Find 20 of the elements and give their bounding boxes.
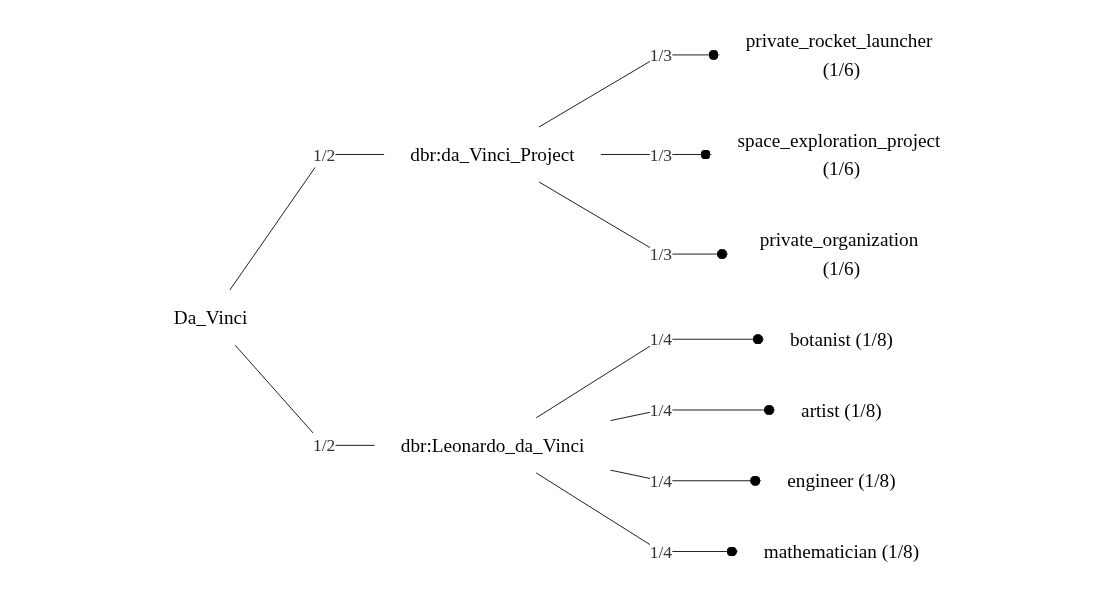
- node-text: private_organization (1/6): [760, 228, 919, 280]
- edge-label: 1/3: [650, 144, 673, 165]
- node-text: botanist (1/8): [790, 328, 894, 351]
- edge-label: 1/2: [313, 435, 336, 455]
- node-text: space_exploration_project (1/6): [738, 129, 941, 180]
- node-text: artist (1/8): [801, 399, 883, 421]
- edge-label: 1/4: [650, 400, 673, 420]
- connector: [229, 154, 386, 291]
- node-text: engineer (1/8): [787, 469, 897, 492]
- node-text: dbr:da_Vinci_Project: [410, 143, 576, 166]
- edge-label: 1/2: [313, 144, 336, 165]
- node-text: private_rocket_launcher (1/6): [746, 29, 933, 81]
- edge-label: 1/3: [650, 45, 673, 65]
- edge-label: 1/3: [650, 244, 673, 264]
- node-text: dbr:Leonardo_da_Vinci: [401, 434, 585, 457]
- node-text: mathematician (1/8): [764, 540, 920, 563]
- node-text: Da_Vinci: [174, 306, 248, 329]
- edge-label: 1/4: [650, 329, 673, 349]
- edge-label: 1/4: [650, 471, 673, 491]
- edge-label: 1/4: [650, 541, 673, 562]
